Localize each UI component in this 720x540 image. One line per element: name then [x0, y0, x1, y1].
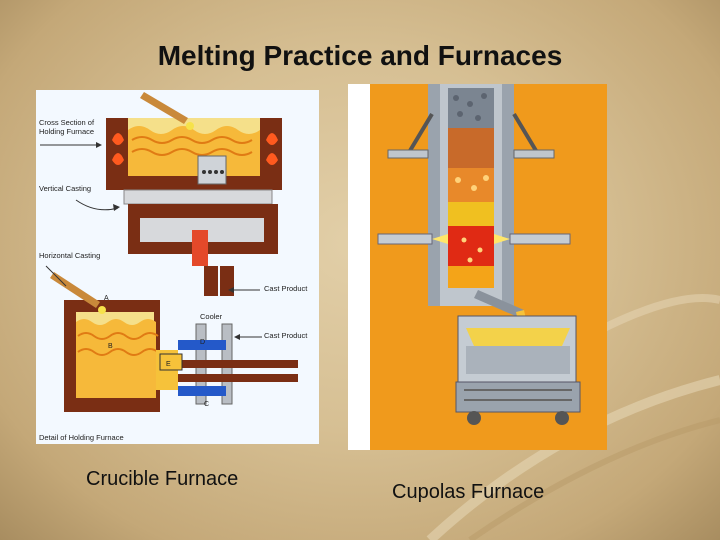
melting-zone — [448, 202, 494, 226]
tuyere-left — [377, 233, 433, 245]
charge-layer-top — [448, 88, 494, 128]
molten-metal-lower — [76, 319, 156, 398]
marker-b: B — [108, 343, 113, 350]
label-cross-section-2: Holding Furnace — [39, 127, 94, 136]
pour-spout-lower — [50, 272, 100, 308]
label-cast-product-1: Cast Product — [264, 284, 308, 293]
label-vertical-casting: Vertical Casting — [39, 184, 91, 193]
label-cross-section-1: Cross Section of — [39, 118, 95, 127]
cooler-lower — [178, 386, 226, 396]
pour-spout-upper — [140, 92, 188, 124]
caption-crucible-furnace: Crucible Furnace — [86, 468, 239, 490]
marker-e: E — [166, 361, 171, 368]
slide-title: Melting Practice and Furnaces — [157, 40, 563, 71]
tapping-spout — [474, 290, 524, 318]
label-horizontal-casting: Horizontal Casting — [39, 251, 100, 260]
label-cast-product-2: Cast Product — [264, 331, 308, 340]
marker-a: A — [104, 295, 109, 302]
cast-product-rod — [204, 266, 218, 296]
marker-d: D — [200, 339, 205, 346]
mold-block — [197, 155, 227, 185]
cooler-upper — [178, 340, 226, 350]
cupola-furnace-illustration — [348, 84, 607, 450]
horizontal-cast-product — [178, 360, 298, 368]
vertical-casting-mold — [192, 230, 208, 266]
caption-cupolas-furnace: Cupolas Furnace — [392, 481, 545, 503]
crucible-furnace-diagram: Cross Section of Holding Furnace Vertica… — [36, 90, 319, 444]
marker-c: C — [204, 401, 209, 408]
label-detail: Detail of Holding Furnace — [39, 433, 124, 442]
label-cooler: Cooler — [200, 312, 223, 321]
tuyere-right — [509, 233, 571, 245]
